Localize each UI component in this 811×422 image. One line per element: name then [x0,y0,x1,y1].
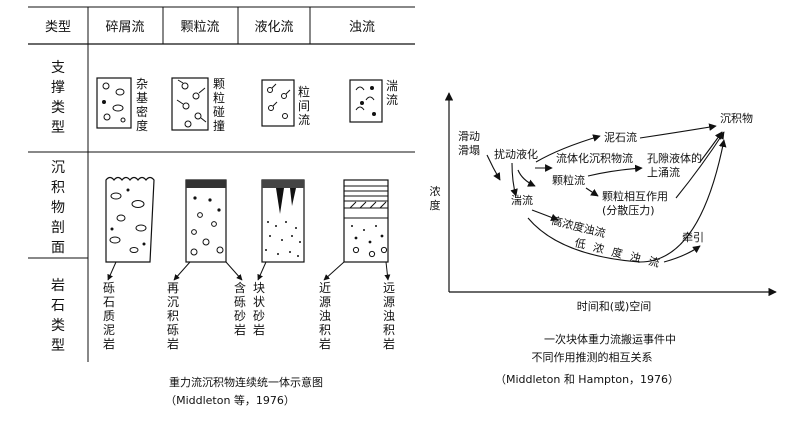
row-label-rock-type: 岩石类型 [51,278,65,354]
right-caption-line2: 不同作用推测的相互关系 [532,350,653,364]
node-disturbance: 扰动液化 [494,147,538,161]
section-grain-flow [185,179,227,263]
row-label-sediment-section: 沉积物剖面 [51,160,65,256]
process-arrows [486,123,727,263]
rock-type-resedimented-conglomerate: 再沉积砾岩 [167,281,179,351]
rock-type-pebbly-mudstone: 砾石质泥岩 [103,281,115,351]
header-grain-flow: 颗粒流 [180,20,219,35]
node-deposit: 沉积物 [720,111,753,125]
node-slump: 滑动滑塌 [458,130,480,157]
support-turbulence-box [349,79,383,123]
node-grain-interaction: 颗粒相互作用(分散压力) [602,189,668,217]
support-intergranular-flow-box [261,79,295,127]
header-turbidity-current: 浊流 [349,20,375,35]
rock-type-massive-sandstone: 块状砂岩 [253,281,265,337]
node-fluidized-flow: 流体化沉积物流 [556,151,633,165]
section-liquefied-flow [261,179,305,263]
y-axis-label: 浓度 [430,185,441,212]
row-label-support-type: 支撑类型 [51,60,65,136]
header-liquefied-flow: 液化流 [254,20,293,35]
right-caption-source: （Middleton 和 Hampton，1976） [495,373,679,386]
support-grain-collision-box [171,77,209,131]
process-diagram: 浓度 时间和(或)空间 滑动滑塌 扰动液化 泥石流 流体化沉积物流 颗粒流 孔隙… [430,92,777,313]
node-debris-flow: 泥石流 [604,130,637,144]
rock-type-distal-turbidite: 远源浊积岩 [383,281,395,351]
support-intergranular-flow-label: 粒间流 [298,84,310,127]
support-matrix-label: 杂基密度 [136,77,148,133]
section-debris-flow [105,176,155,263]
rock-type-arrows [107,261,391,281]
node-traction: 牵引 [682,230,704,244]
rock-type-proximal-turbidite: 近源浊积岩 [319,281,331,351]
node-grain-flow: 颗粒流 [552,173,585,187]
support-grain-collision-label: 颗粒碰撞 [213,77,225,133]
support-matrix-box [96,77,132,129]
rock-type-pebbly-sandstone: 含砾砂岩 [234,280,246,337]
left-caption-title: 重力流沉积物连续统一体示意图 [169,375,323,389]
header-debris-flow: 碎屑流 [105,20,144,35]
x-axis-label: 时间和(或)空间 [577,299,652,313]
right-caption-line1: 一次块体重力流搬运事件中 [544,332,676,346]
node-turbulence: 湍流 [511,193,533,207]
node-pore-fluid: 孔隙液体的上涌流 [647,151,702,179]
continuum-table: 类型 碎屑流 颗粒流 液化流 浊流 支撑类型 沉积物剖面 岩石类型 杂基密度 [28,6,415,362]
section-turbidity-current [343,179,389,263]
support-turbulence-label: 湍流 [386,79,398,107]
left-caption-source: （Middleton 等，1976） [165,393,295,407]
header-type: 类型 [45,20,71,35]
